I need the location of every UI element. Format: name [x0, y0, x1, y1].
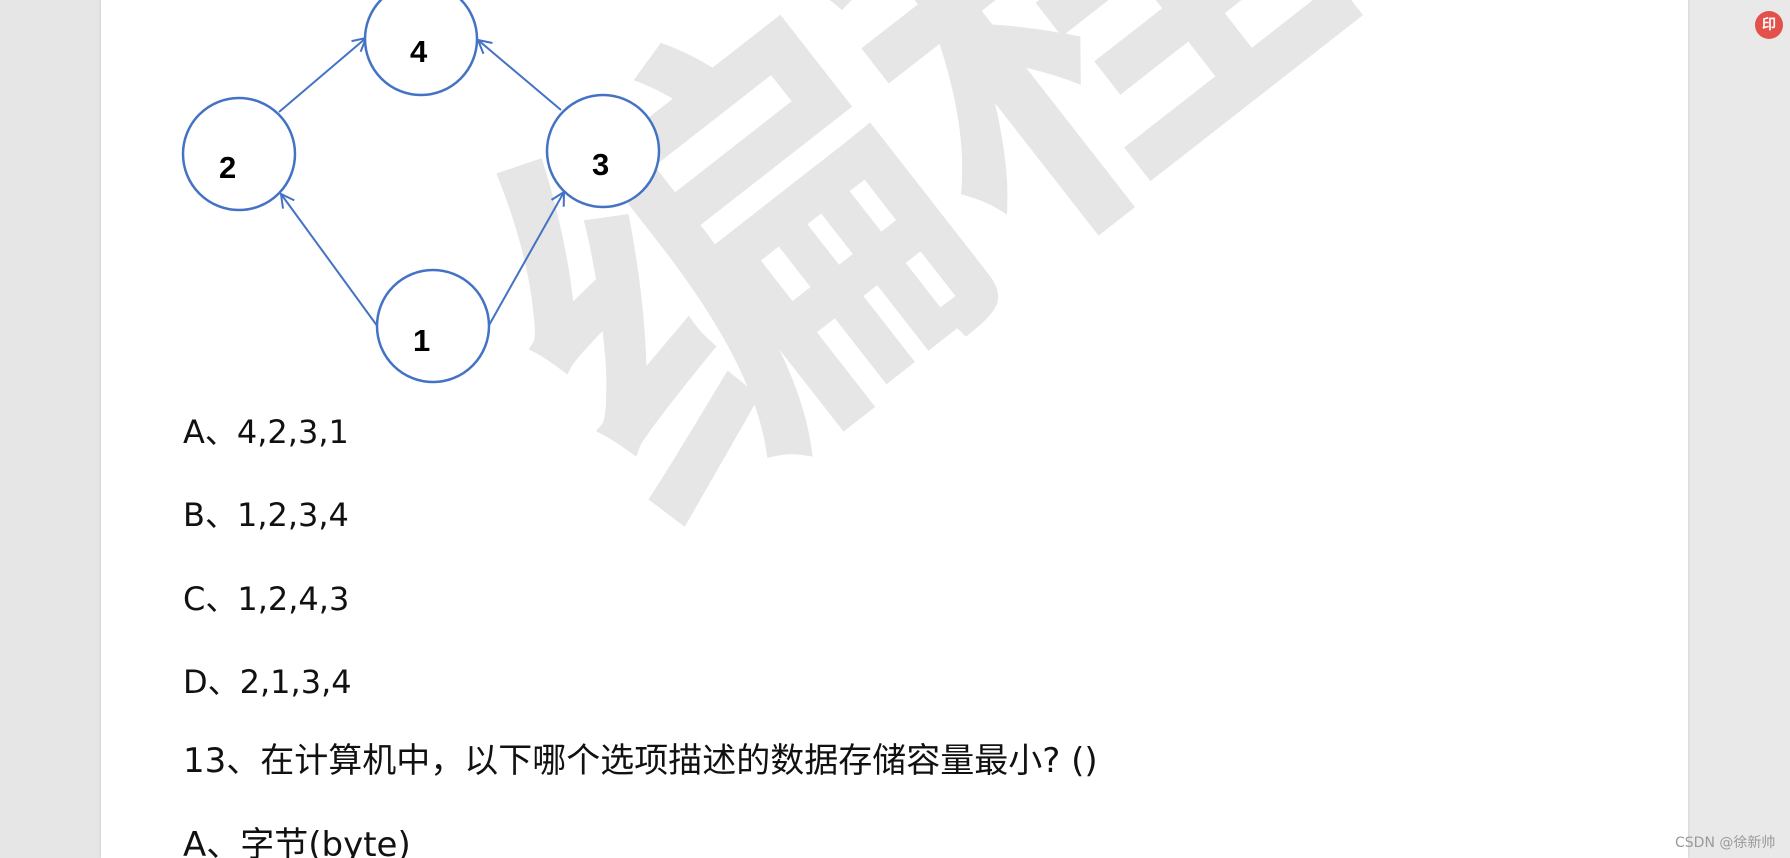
option-d: D、2,1,3,4 — [183, 663, 352, 701]
node-3-label: 3 — [592, 147, 609, 182]
node-1-label: 1 — [413, 323, 430, 358]
document-page: 编程 4 2 3 1 A、4,2,3,1 B、1,2,3,4 C、1,2,4,3… — [101, 0, 1688, 858]
option-a: A、4,2,3,1 — [183, 413, 349, 451]
edge-1-to-2 — [281, 194, 379, 328]
node-2-label: 2 — [219, 150, 236, 185]
option-b: B、1,2,3,4 — [183, 496, 349, 534]
node-4-circle — [363, 0, 479, 97]
node-2-circle — [181, 96, 297, 212]
node-4-label: 4 — [410, 34, 428, 69]
node-1-circle — [375, 268, 491, 384]
option-c: C、1,2,4,3 — [183, 580, 350, 618]
right-margin — [1688, 0, 1790, 858]
question-13: 13、在计算机中，以下哪个选项描述的数据存储容量最小? () — [183, 741, 1098, 781]
floating-action-button[interactable]: 印 — [1755, 11, 1783, 39]
edge-2-to-4 — [278, 38, 366, 113]
node-3-circle — [545, 93, 661, 209]
csdn-watermark: CSDN @徐新帅 — [1675, 835, 1776, 851]
graph-diagram: 4 2 3 1 — [181, 0, 661, 384]
edge-3-to-4 — [478, 40, 562, 111]
question-13-option-a: A、字节(byte) — [183, 825, 411, 858]
edge-1-to-3 — [487, 192, 564, 328]
left-margin — [0, 0, 101, 858]
